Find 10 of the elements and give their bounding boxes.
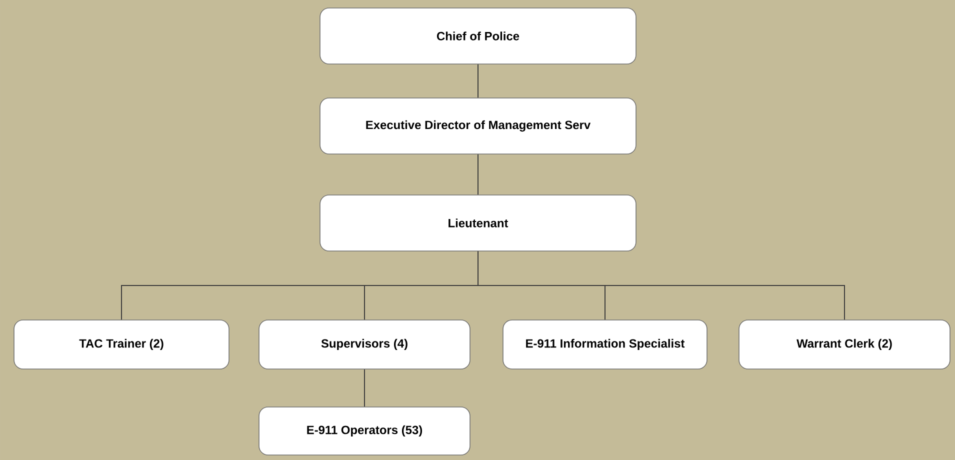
org-box: TAC Trainer (2) (14, 320, 230, 370)
org-box: Executive Director of Management Serv (320, 98, 636, 154)
connector-line (478, 250, 845, 320)
org-box: Warrant Clerk (2) (738, 320, 950, 370)
org-box: E-911 Information Specialist (502, 320, 708, 370)
connector-line (364, 368, 365, 408)
org-box: Supervisors (4) (258, 320, 470, 370)
org-box: E-911 Operators (53) (258, 406, 470, 456)
org-box: Lieutenant (320, 194, 636, 252)
org-box: Chief of Police (320, 8, 636, 64)
